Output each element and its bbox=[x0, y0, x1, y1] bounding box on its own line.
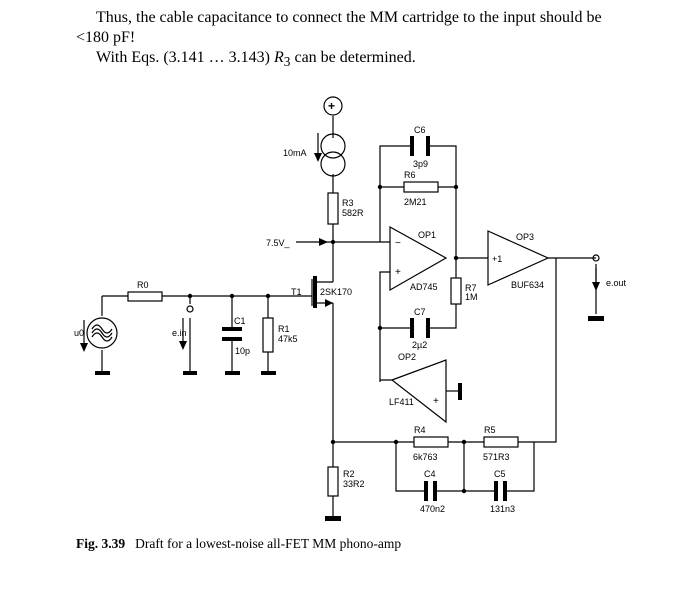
op2-plus: + bbox=[433, 396, 439, 407]
r7-value: 1M bbox=[465, 292, 478, 302]
text-line-1: Thus, the cable capacitance to connect t… bbox=[96, 9, 602, 26]
r6-name: R6 bbox=[404, 170, 416, 180]
junction-dots bbox=[187, 184, 467, 494]
c6-name: C6 bbox=[414, 125, 426, 135]
op2-part: LF411 bbox=[389, 397, 414, 407]
r4-value: 6k763 bbox=[413, 452, 438, 462]
caption-text: Draft for a lowest-noise all-FET MM phon… bbox=[135, 536, 402, 551]
op3-name: OP3 bbox=[516, 232, 534, 242]
var-r: R bbox=[274, 49, 284, 66]
c6-value: 3p9 bbox=[413, 159, 428, 169]
ein-label: e.in bbox=[172, 328, 187, 338]
r6-value: 2M21 bbox=[404, 197, 427, 207]
c1-value: 10p bbox=[235, 346, 250, 356]
r3-value: 582R bbox=[342, 208, 364, 218]
voltage-source-u0: u0 bbox=[74, 317, 118, 375]
capacitor-c6: C6 3p9 bbox=[410, 125, 430, 169]
r1-name: R1 bbox=[278, 324, 290, 334]
r5-value: 571R3 bbox=[483, 452, 510, 462]
op2-name: OP2 bbox=[398, 352, 416, 362]
c5-value: 131n3 bbox=[490, 504, 515, 514]
c7-name: C7 bbox=[414, 307, 426, 317]
opamp-op1: − + OP1 AD745 bbox=[389, 225, 448, 292]
c4-name: C4 bbox=[424, 469, 436, 479]
op1-name: OP1 bbox=[418, 230, 436, 240]
eout-label: e.out bbox=[606, 278, 627, 288]
bias-label: 7.5V_ bbox=[266, 238, 291, 248]
bias-voltage: 7.5V_ bbox=[266, 238, 328, 248]
r7-name: R7 bbox=[465, 283, 477, 293]
r3-name: R3 bbox=[342, 198, 354, 208]
resistor-r0: R0 bbox=[127, 280, 163, 302]
op1-part: AD745 bbox=[410, 282, 438, 292]
t1-part: 2SK170 bbox=[320, 287, 352, 297]
op1-minus: − bbox=[395, 238, 401, 249]
capacitor-c5: C5 131n3 bbox=[490, 469, 515, 514]
input-probe-ein: e.in bbox=[172, 305, 197, 375]
u0-label: u0 bbox=[74, 328, 84, 338]
c1-name: C1 bbox=[234, 316, 246, 326]
current-label: 10mA bbox=[283, 148, 307, 158]
text-line-3-prefix: With Eqs. (3.141 … 3.143) bbox=[96, 49, 275, 66]
plus-symbol: + bbox=[328, 99, 335, 113]
r2-value: 33R2 bbox=[343, 479, 365, 489]
resistor-r6: R6 2M21 bbox=[403, 170, 439, 207]
resistor-r7: R7 1M bbox=[450, 277, 478, 305]
capacitor-c1: C1 10p bbox=[222, 316, 250, 375]
figure-caption: Fig. 3.39 Draft for a lowest-noise all-FE… bbox=[76, 536, 401, 552]
body-text: Thus, the cable capacitance to connect t… bbox=[76, 8, 656, 72]
c7-value: 2µ2 bbox=[412, 340, 427, 350]
text-line-2: <180 pF! bbox=[76, 29, 136, 46]
opamp-op2: + OP2 LF411 bbox=[389, 352, 462, 424]
var-sub: 3 bbox=[283, 54, 291, 70]
resistor-r3: R3 582R bbox=[327, 192, 364, 225]
paragraph-line-1: Thus, the cable capacitance to connect t… bbox=[76, 8, 656, 48]
op3-part: BUF634 bbox=[511, 280, 544, 290]
c4-value: 470n2 bbox=[420, 504, 445, 514]
r4-name: R4 bbox=[414, 425, 426, 435]
wires bbox=[101, 116, 597, 516]
current-source: + 10mA bbox=[283, 96, 346, 177]
op1-plus: + bbox=[395, 267, 401, 278]
op3-gain: +1 bbox=[492, 254, 502, 264]
t1-name: T1 bbox=[291, 287, 302, 297]
resistor-r4: R4 6k763 bbox=[413, 425, 449, 462]
resistor-r5: R5 571R3 bbox=[483, 425, 519, 462]
r5-name: R5 bbox=[484, 425, 496, 435]
output-eout: e.out bbox=[588, 254, 627, 321]
capacitor-c4: C4 470n2 bbox=[420, 469, 445, 514]
transistor-t1: T1 2SK170 bbox=[291, 287, 352, 307]
r2-name: R2 bbox=[343, 469, 355, 479]
buffer-op3: +1 OP3 BUF634 bbox=[487, 230, 550, 290]
c5-name: C5 bbox=[494, 469, 506, 479]
caption-label: Fig. 3.39 bbox=[76, 536, 126, 551]
paragraph-line-3: With Eqs. (3.141 … 3.143) R3 can be dete… bbox=[76, 48, 656, 72]
text-line-3-suffix: can be determined. bbox=[290, 49, 416, 66]
resistor-r2: R2 33R2 bbox=[325, 466, 365, 521]
r0-label: R0 bbox=[137, 280, 149, 290]
r1-value: 47k5 bbox=[278, 334, 298, 344]
resistor-r1: R1 47k5 bbox=[261, 317, 298, 375]
capacitor-c7: C7 2µ2 bbox=[410, 307, 430, 350]
